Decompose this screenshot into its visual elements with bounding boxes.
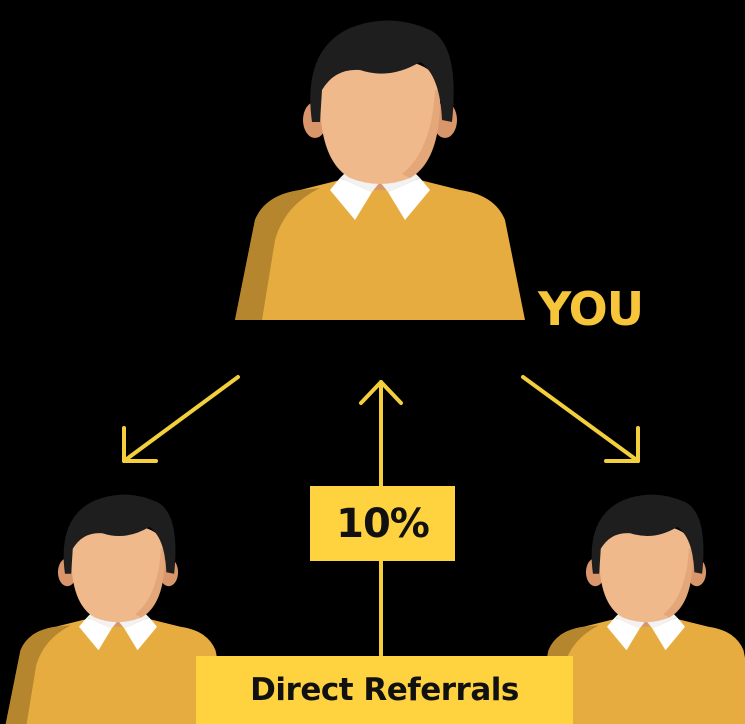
arrow-right-icon — [521, 375, 640, 463]
arrow-left-icon — [122, 375, 240, 463]
commission-badge: 10% — [310, 486, 455, 561]
direct-referrals-banner: Direct Referrals — [196, 656, 573, 724]
direct-referrals-label: Direct Referrals — [250, 672, 519, 708]
you-label: YOU — [538, 282, 644, 336]
commission-percent: 10% — [336, 500, 430, 547]
person-you-icon — [235, 20, 525, 321]
